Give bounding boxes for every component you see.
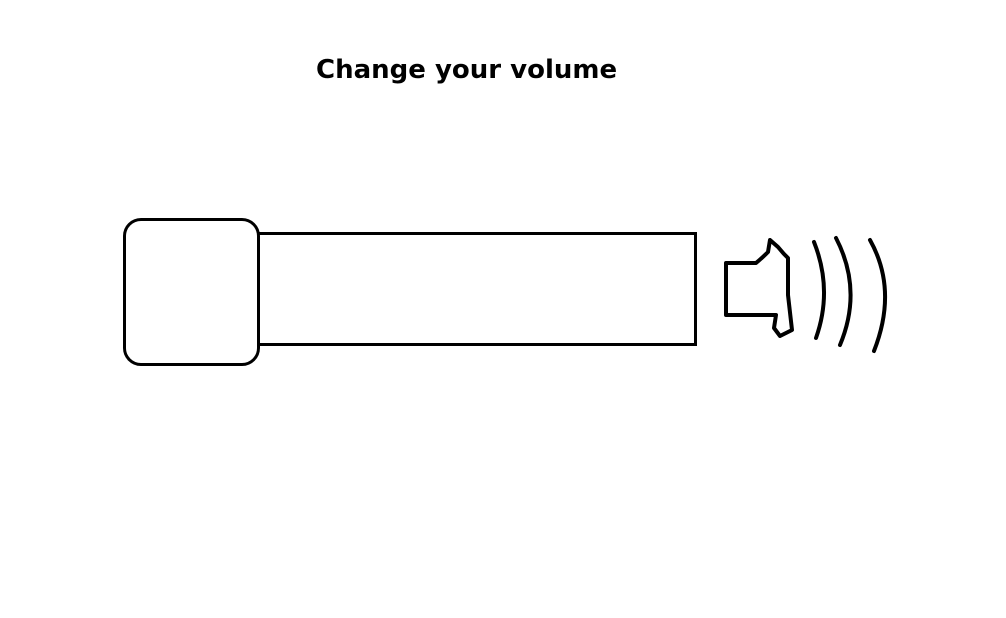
slider-track[interactable] <box>250 232 697 346</box>
slider-thumb[interactable] <box>123 218 260 366</box>
speaker-icon[interactable] <box>718 230 898 360</box>
sound-wave-3-icon <box>868 238 888 353</box>
speaker-svg <box>724 236 888 353</box>
page-title: Change your volume <box>316 55 618 85</box>
speaker-body-icon <box>724 238 794 338</box>
sound-wave-2-icon <box>834 236 853 347</box>
sound-wave-1-icon <box>812 240 827 340</box>
